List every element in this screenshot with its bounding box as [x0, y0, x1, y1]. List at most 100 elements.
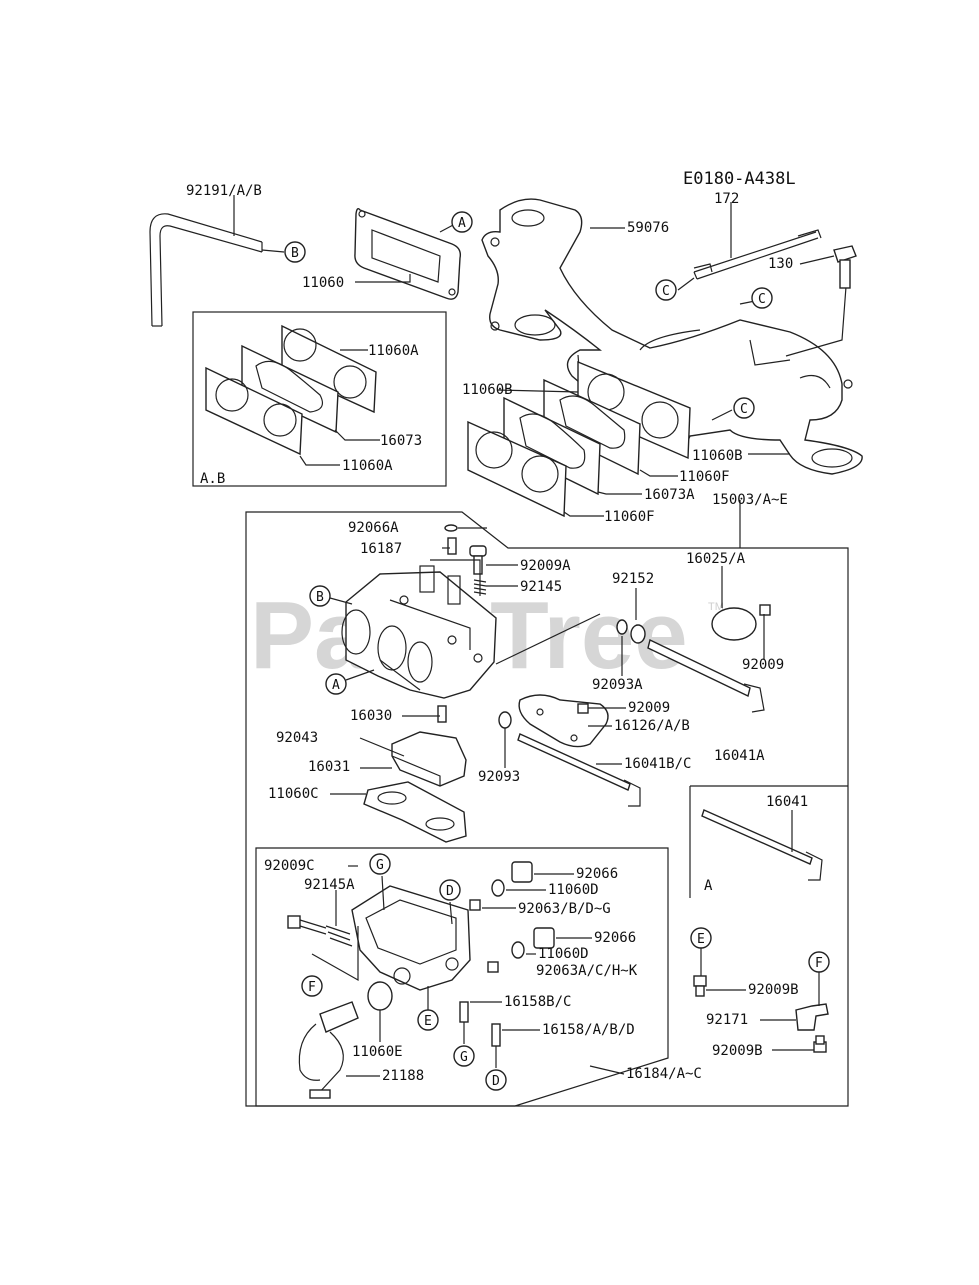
label-92043: 92043 — [276, 730, 318, 746]
leader-bowl-d — [449, 901, 453, 925]
screw-16187[interactable] — [447, 537, 457, 555]
float-16031[interactable] — [391, 731, 467, 787]
gasket-11060A-bottom[interactable] — [205, 366, 303, 456]
bolt-130[interactable] — [833, 245, 857, 289]
bracket-92171[interactable] — [795, 1003, 829, 1031]
gasket-11060[interactable] — [354, 207, 462, 300]
label-16031: 16031 — [308, 759, 350, 775]
label-16158ABD: 16158/A/B/D — [542, 1022, 635, 1038]
label-box-a: A — [704, 878, 713, 894]
label-11060: 11060 — [302, 275, 344, 291]
jet-16158ABD[interactable] — [491, 1023, 501, 1047]
ref-circle-d-bowl[interactable]: D — [439, 879, 461, 901]
label-92063ACHK: 92063A/C/H~K — [536, 963, 638, 979]
choke-valve-16126[interactable] — [518, 694, 609, 748]
gasket-16073[interactable] — [241, 344, 339, 434]
gasket-set-box — [192, 311, 447, 487]
leader-16187-b — [430, 559, 481, 596]
jet-92066-1[interactable] — [511, 861, 533, 883]
gasket-11060F-1[interactable] — [543, 378, 641, 476]
screw-92009B-1[interactable] — [693, 975, 707, 997]
label-92009-right: 92009 — [742, 657, 784, 673]
gasket-11060D-1[interactable] — [491, 879, 505, 897]
jet-16158BC[interactable] — [459, 1001, 469, 1023]
screw-92009-right[interactable] — [759, 604, 771, 616]
svg-text:B: B — [316, 590, 324, 605]
label-16184: 16184/A~C — [626, 1066, 702, 1082]
float-bowl[interactable] — [351, 885, 471, 991]
gasket-11060C[interactable] — [363, 781, 467, 843]
washer-92093[interactable] — [498, 711, 512, 729]
choke-shaft-16041BC[interactable] — [517, 733, 641, 807]
seal-92152[interactable] — [616, 619, 646, 644]
label-11060A-top: 11060A — [368, 343, 419, 359]
gasket-16073A[interactable] — [503, 396, 601, 496]
screw-92009A[interactable] — [469, 545, 487, 575]
svg-text:A: A — [458, 216, 466, 231]
pin-92043[interactable] — [359, 737, 405, 757]
ref-circle-a-carb[interactable]: A — [325, 673, 347, 695]
choke-shaft-16041[interactable] — [701, 809, 823, 881]
leader-manifold-c2 — [711, 409, 733, 421]
gasket-11060A-top[interactable] — [281, 324, 377, 414]
label-92009B-2: 92009B — [712, 1043, 763, 1059]
label-11060A-bottom: 11060A — [342, 458, 393, 474]
leader-16073A — [597, 491, 642, 495]
ref-circle-c-manifold-mid[interactable]: C — [733, 397, 755, 419]
label-92145A: 92145A — [304, 877, 355, 893]
intake-manifold[interactable] — [481, 198, 863, 475]
ref-circle-f-bracket[interactable]: F — [808, 951, 830, 973]
label-box-ab: A.B — [200, 471, 225, 487]
stud-172[interactable] — [693, 229, 822, 280]
leader-11060F-2 — [563, 511, 604, 517]
label-11060C: 11060C — [268, 786, 319, 802]
ref-circle-f-bowl[interactable]: F — [301, 975, 323, 997]
solenoid-21188[interactable] — [298, 1001, 359, 1099]
label-15003: 15003/A~E — [712, 492, 788, 508]
hose-part[interactable] — [149, 213, 263, 327]
label-92191: 92191/A/B — [186, 183, 262, 199]
label-11060B-right: 11060B — [692, 448, 743, 464]
ref-circle-g-bowl[interactable]: G — [369, 853, 391, 875]
leader-bolt130 — [799, 255, 835, 265]
ref-circle-g-jet[interactable]: G — [453, 1045, 475, 1067]
gasket-11060F-2[interactable] — [467, 420, 567, 518]
screw-92009B-2[interactable] — [813, 1035, 827, 1053]
ref-circle-e-bowl[interactable]: E — [417, 1009, 439, 1031]
svg-text:C: C — [740, 402, 748, 417]
jet-92066A[interactable] — [444, 524, 458, 532]
ref-circle-a-gasket[interactable]: A — [451, 211, 473, 233]
gasket-11060E[interactable] — [367, 981, 393, 1011]
jet-92063ACHK[interactable] — [487, 961, 499, 973]
leader-carb-b — [329, 597, 353, 605]
label-16126: 16126/A/B — [614, 718, 690, 734]
jet-92063BDG[interactable] — [469, 899, 481, 911]
svg-text:C: C — [758, 292, 766, 307]
svg-text:E: E — [697, 932, 705, 947]
screw-92009C[interactable] — [287, 915, 327, 935]
label-16187: 16187 — [360, 541, 402, 557]
float-bowl-box — [255, 847, 669, 1107]
spring-92145A[interactable] — [325, 925, 353, 947]
label-92145: 92145 — [520, 579, 562, 595]
throttle-valve-16025[interactable] — [711, 607, 757, 641]
ref-circle-b-hose[interactable]: B — [284, 241, 306, 263]
carburetor-body[interactable] — [341, 565, 497, 699]
gasket-11060D-2[interactable] — [511, 941, 525, 959]
throttle-shaft[interactable] — [647, 638, 765, 713]
ref-circle-b-carb[interactable]: B — [309, 585, 331, 607]
ref-circle-c-stud[interactable]: C — [655, 279, 677, 301]
ref-circle-c-manifold-top[interactable]: C — [751, 287, 773, 309]
leader-hose-b — [261, 249, 285, 253]
svg-text:E: E — [424, 1014, 432, 1029]
ref-circle-d-jet[interactable]: D — [485, 1069, 507, 1091]
label-92009C: 92009C — [264, 858, 315, 874]
ref-circle-e-screw[interactable]: E — [690, 927, 712, 949]
jet-92066-2[interactable] — [533, 927, 555, 949]
label-92066A: 92066A — [348, 520, 399, 536]
label-11060E: 11060E — [352, 1044, 403, 1060]
screw-92009-mid[interactable] — [577, 703, 589, 714]
needle-16030[interactable] — [437, 705, 447, 723]
label-11060D-1: 11060D — [548, 882, 599, 898]
